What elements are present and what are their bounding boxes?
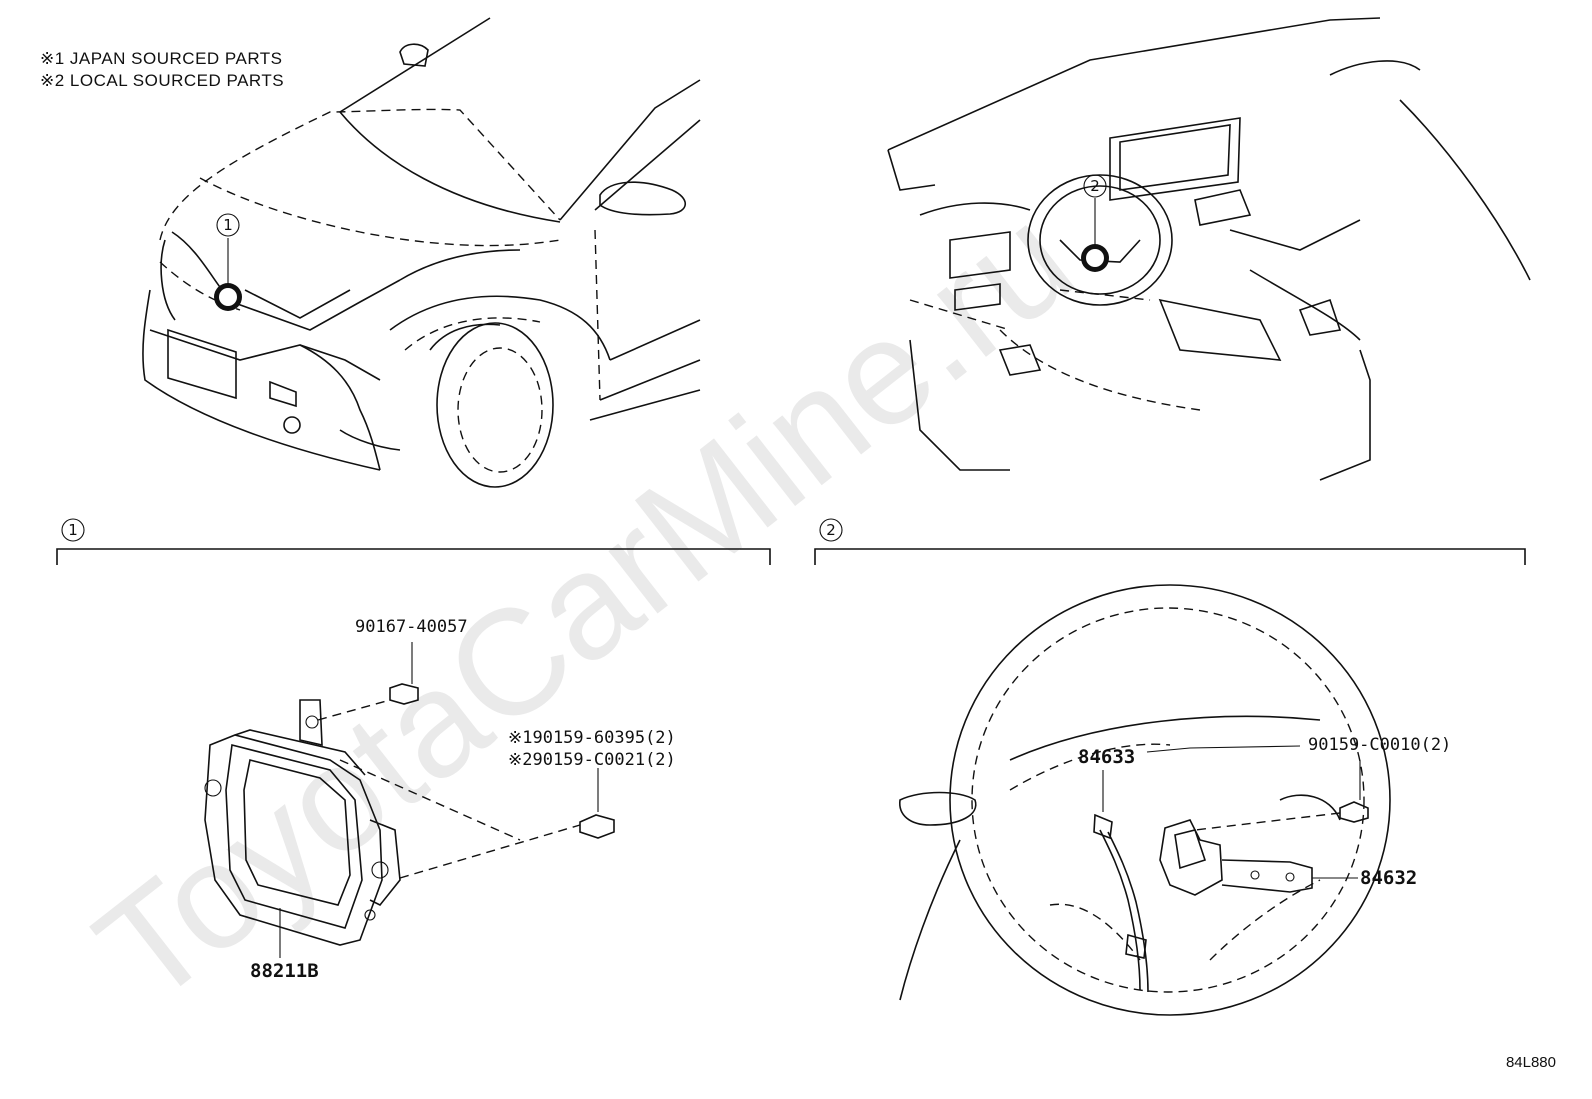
vehicle-front-view: 1 — [142, 17, 701, 488]
part-84632[interactable]: 84632 — [1360, 867, 1417, 889]
locator-1-label: 1 — [223, 216, 233, 234]
part-88211B[interactable]: 88211B — [250, 960, 319, 982]
vehicle-interior-view: 2 — [887, 17, 1531, 481]
section-1-bracket: 1 — [56, 518, 771, 565]
legend-japan-sourced: ※1 JAPAN SOURCED PARTS — [40, 49, 283, 68]
part-90159-60395-japan[interactable]: ※190159-60395(2) — [508, 728, 676, 748]
section-2-bracket: 2 — [814, 518, 1526, 565]
part-90167-40057[interactable]: 90167-40057 — [355, 617, 468, 637]
section-1-marker: 1 — [68, 521, 78, 539]
part-84633[interactable]: 84633 — [1078, 746, 1135, 768]
legend-local-sourced: ※2 LOCAL SOURCED PARTS — [40, 71, 285, 90]
sensor-module-assembly — [204, 642, 615, 958]
section-2-marker: 2 — [826, 521, 836, 539]
locator-2-label: 2 — [1090, 177, 1100, 195]
part-90159-C0021-local[interactable]: ※290159-C0021(2) — [508, 750, 676, 770]
diagram-code: 84L880 — [1505, 1054, 1556, 1071]
steering-switch-assembly — [899, 584, 1391, 1016]
part-90159-C0010[interactable]: 90159-C0010(2) — [1308, 735, 1451, 755]
